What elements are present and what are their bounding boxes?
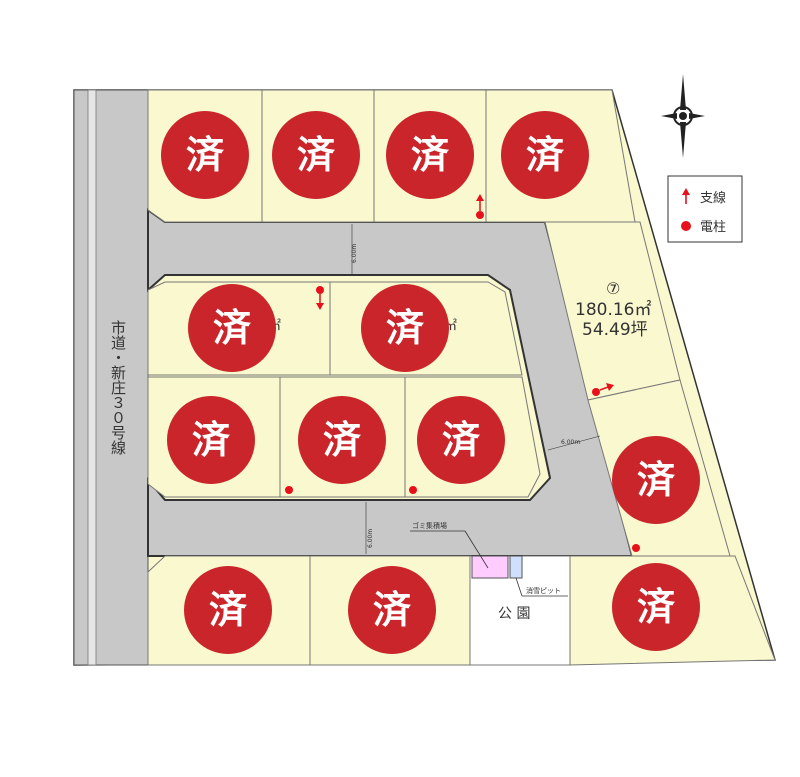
road-width-2-line [547, 435, 601, 451]
road-width-3: 6.00m [367, 529, 374, 548]
utility-pole-icon [592, 388, 600, 396]
utility-pole-icon [476, 211, 484, 219]
garbage-leader [464, 530, 489, 569]
sold-stamp: 済 [188, 284, 276, 372]
park-label: 公 園 [498, 606, 530, 622]
lot7-number: ⑦ [606, 279, 620, 298]
garbage-label: ゴミ集積場 [412, 521, 447, 530]
sold-stamp-text: 済 [323, 418, 362, 462]
utility-pole-icon [409, 486, 417, 494]
legend-utility-pole-label: 電柱 [700, 220, 726, 235]
sold-stamp-text: 済 [526, 133, 565, 177]
sold-stamp: 済 [298, 396, 386, 484]
legend-box [667, 175, 743, 243]
stay-wire-head [606, 383, 614, 391]
lot7-area-tsubo: 54.49坪 [582, 320, 648, 340]
hydrant-pit [509, 555, 523, 579]
sold-stamp: 済 [348, 566, 436, 654]
legend-utility-pole-icon [681, 221, 691, 231]
sold-stamp-text: 済 [411, 133, 450, 177]
garbage-area [471, 555, 509, 579]
legend-stay-wire-head [682, 188, 690, 195]
sold-stamp: 済 [612, 436, 700, 524]
sold-stamp-text: 済 [386, 306, 425, 350]
road-width-1: 6.00m [351, 244, 358, 263]
sold-stamp: 済 [272, 111, 360, 199]
sold-stamp-text: 済 [186, 133, 225, 177]
sold-stamp: 済 [386, 111, 474, 199]
stay-wire-head [476, 194, 484, 201]
sold-stamp: 済 [612, 563, 700, 651]
sold-stamp-text: 済 [297, 133, 336, 177]
sold-stamp: 済 [361, 284, 449, 372]
sold-stamp-text: 済 [637, 458, 676, 502]
stay-wire-markers [316, 194, 614, 391]
pole-markers [285, 211, 640, 552]
stay-wire-head [316, 303, 324, 310]
sold-stamp: 済 [161, 111, 249, 199]
hydrant-leader [515, 577, 523, 597]
road-width-2: 6.00m [561, 439, 580, 446]
lot7-area-m2: 180.16㎡ [575, 300, 651, 320]
utility-pole-icon [632, 544, 640, 552]
stay-wire-icon [599, 386, 609, 391]
utility-pole-icon [316, 286, 324, 294]
sold-stamp: 済 [501, 111, 589, 199]
sold-stamp: 済 [167, 396, 255, 484]
sold-stamp-text: 済 [192, 418, 231, 462]
legend: 支線 電柱 [667, 175, 743, 243]
compass-icon [661, 74, 705, 158]
sold-stamp-text: 済 [637, 585, 676, 629]
sold-stamp-text: 済 [213, 306, 252, 350]
sold-stamp-text: 済 [373, 588, 412, 632]
sold-stamp-text: 済 [209, 588, 248, 632]
hydrant-label: 消雪ピット [526, 586, 561, 595]
sold-stamp-text: 済 [442, 418, 481, 462]
public-road [73, 89, 149, 666]
utility-pole-icon [285, 486, 293, 494]
legend-stay-wire-label: 支線 [700, 190, 726, 206]
road-name-label: 市道・新庄３０号線 [109, 320, 127, 455]
sold-stamp: 済 [184, 566, 272, 654]
road-sidewalk [87, 89, 97, 666]
sold-stamp: 済 [417, 396, 505, 484]
